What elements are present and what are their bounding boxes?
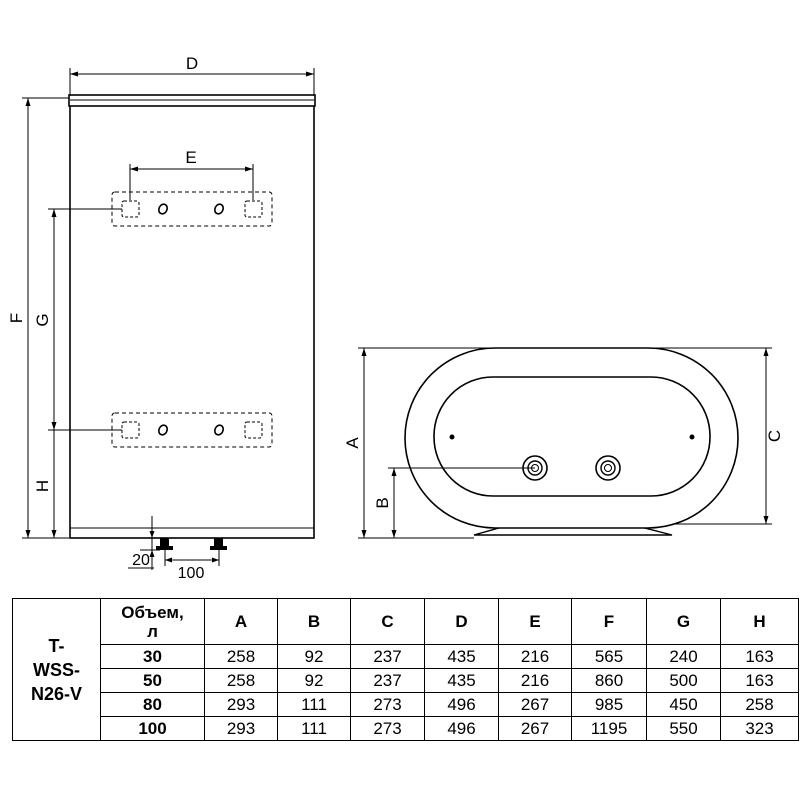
dimension-c: C	[572, 347, 784, 525]
table-cell: 293	[204, 716, 278, 741]
label-h: H	[33, 480, 52, 492]
table-cell: 111	[277, 716, 351, 741]
dimension-pipe-spacing: 100	[164, 550, 220, 582]
tank-inner-flange	[433, 376, 711, 497]
column-header: A	[204, 598, 278, 645]
table-row: 30 258 92 237 435 216 565 240 163	[13, 644, 799, 669]
table-cell: 293	[204, 692, 278, 717]
model-line: T-	[48, 635, 65, 656]
technical-drawing: D E F G	[7, 54, 784, 582]
tank-outer-shell	[404, 347, 739, 529]
column-header: F	[571, 598, 647, 645]
label-f: F	[7, 313, 26, 323]
table-cell: 258	[720, 692, 799, 717]
column-header: E	[498, 598, 572, 645]
screw-right	[689, 434, 695, 440]
table-cell: 860	[571, 668, 647, 693]
table-cell: 216	[498, 644, 572, 669]
label-e: E	[185, 148, 196, 167]
label-b: B	[373, 497, 392, 508]
column-header: D	[424, 598, 499, 645]
table-cell: 435	[424, 644, 499, 669]
side-view: A B C	[343, 347, 784, 539]
label-a: A	[343, 437, 362, 449]
table-cell: 237	[350, 644, 425, 669]
label-g: G	[33, 313, 52, 326]
dimension-pipe-offset: 20	[128, 516, 160, 570]
dimensions-table: T- WSS- N26-V Объем, л A B C D E F G H 3…	[12, 598, 799, 741]
table-cell: 500	[646, 668, 721, 693]
upper-mounting-bracket	[111, 191, 273, 227]
column-header: B	[277, 598, 351, 645]
table-cell: 258	[204, 644, 278, 669]
front-view: D E F G	[7, 54, 316, 582]
dimension-h: H	[33, 430, 69, 539]
table-cell: 237	[350, 668, 425, 693]
table-cell: 92	[277, 668, 351, 693]
table-row: 80 293 111 273 496 267 985 450 258	[13, 692, 799, 717]
table-cell: 258	[204, 668, 278, 693]
dimension-a: A	[343, 347, 572, 539]
table-cell: 550	[646, 716, 721, 741]
label-pipe-spacing: 100	[178, 565, 205, 582]
table-cell: 435	[424, 668, 499, 693]
model-line: N26-V	[30, 683, 83, 704]
table-cell: 267	[498, 692, 572, 717]
volume-header: Объем, л	[100, 598, 205, 645]
table-cell: 267	[498, 716, 572, 741]
label-pipe-offset: 20	[132, 552, 150, 569]
dimension-d: D	[69, 54, 315, 95]
table-cell: 273	[350, 692, 425, 717]
table-cell: 565	[571, 644, 647, 669]
column-header: H	[720, 598, 799, 645]
table-cell: 323	[720, 716, 799, 741]
tank-body	[69, 97, 315, 539]
pipe-fitting-right	[595, 455, 621, 481]
dimension-b: B	[373, 467, 535, 538]
table-header-row: T- WSS- N26-V Объем, л A B C D E F G H	[12, 598, 799, 741]
table-cell: 1195	[571, 716, 647, 741]
volume-cell: 30	[100, 644, 205, 669]
column-header: G	[646, 598, 721, 645]
model-cell: T- WSS- N26-V	[12, 598, 101, 741]
table-cell: 240	[646, 644, 721, 669]
screw-left	[449, 434, 455, 440]
column-header: C	[350, 598, 425, 645]
volume-cell: 80	[100, 692, 205, 717]
table-cell: 216	[498, 668, 572, 693]
table-row: 50 258 92 237 435 216 860 500 163	[13, 668, 799, 693]
volume-cell: 100	[100, 716, 205, 741]
dimension-e: E	[129, 148, 254, 200]
table-cell: 163	[720, 668, 799, 693]
table-cell: 985	[571, 692, 647, 717]
table-cell: 496	[424, 692, 499, 717]
table-cell: 450	[646, 692, 721, 717]
label-d: D	[186, 54, 198, 73]
table-cell: 163	[720, 644, 799, 669]
dimension-g: G	[33, 208, 122, 431]
table-cell: 111	[277, 692, 351, 717]
volume-cell: 50	[100, 668, 205, 693]
table-row: 100 293 111 273 496 267 1195 550 323	[13, 716, 799, 741]
model-line: WSS-	[33, 659, 80, 680]
table-cell: 496	[424, 716, 499, 741]
water-pipes	[156, 538, 227, 550]
label-c: C	[765, 430, 784, 442]
table-cell: 273	[350, 716, 425, 741]
table-cell: 92	[277, 644, 351, 669]
